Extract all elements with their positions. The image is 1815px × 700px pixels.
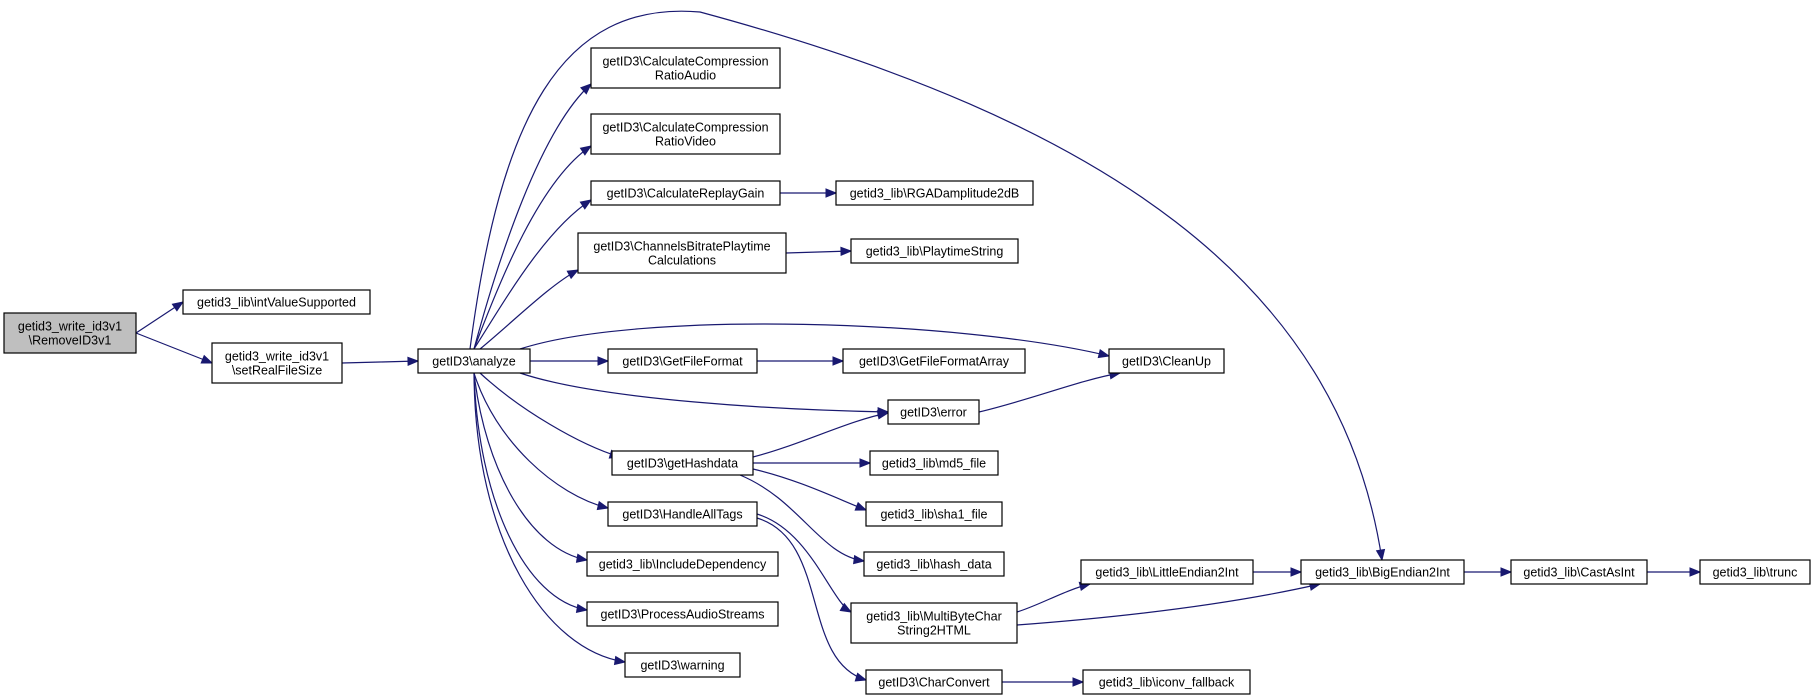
- edge-getHashdata-to-hashData: [739, 474, 866, 565]
- edge-analyze-to-bigEndian2Int: [469, 10, 1386, 562]
- node-playtimeString[interactable]: getid3_lib\PlaytimeString: [850, 238, 1019, 264]
- edge-setRealFileSize-to-analyze: [341, 356, 420, 367]
- edge-castAsInt-to-trunc: [1646, 567, 1702, 577]
- edge-error-to-cleanUp: [978, 370, 1122, 413]
- node-label-hashData-0: getid3_lib\hash_data: [876, 558, 991, 572]
- node-analyze[interactable]: getID3\analyze: [417, 348, 531, 374]
- node-getFileFormat[interactable]: getID3\GetFileFormat: [607, 348, 758, 374]
- edge-getHashdata-to-sha1File: [752, 468, 868, 511]
- node-label-calcCompVideo-0: getID3\CalculateCompression: [602, 121, 768, 135]
- node-charConvert[interactable]: getID3\CharConvert: [865, 669, 1003, 695]
- node-cleanUp[interactable]: getID3\CleanUp: [1108, 348, 1225, 374]
- node-md5File[interactable]: getid3_lib\md5_file: [869, 450, 999, 476]
- node-label-getFileFormat-0: getID3\GetFileFormat: [622, 355, 743, 369]
- edge-analyze-to-processAudioStreams: [473, 372, 589, 614]
- node-label-sha1File-0: getid3_lib\sha1_file: [880, 508, 987, 522]
- node-label-charConvert-0: getID3\CharConvert: [878, 676, 990, 690]
- edge-bigEndian2Int-to-castAsInt: [1463, 567, 1513, 577]
- node-label-getFileFormatArray-0: getID3\GetFileFormatArray: [859, 355, 1010, 369]
- node-label-warning-0: getID3\warning: [640, 659, 724, 673]
- edge-multiByteChar-to-littleEndian2Int: [1016, 581, 1092, 613]
- nodes-layer: getid3_write_id3v1\RemoveID3v1getid3_lib…: [3, 47, 1811, 695]
- edge-analyze-to-channelsBitrate: [479, 269, 580, 350]
- node-label-includeDependency-0: getid3_lib\IncludeDependency: [599, 558, 767, 572]
- node-intValueSupported[interactable]: getid3_lib\intValueSupported: [182, 289, 371, 315]
- node-processAudioStreams[interactable]: getID3\ProcessAudioStreams: [586, 601, 779, 627]
- node-warning[interactable]: getID3\warning: [624, 652, 741, 678]
- node-littleEndian2Int[interactable]: getid3_lib\LittleEndian2Int: [1080, 559, 1254, 585]
- edge-analyze-to-handleAllTags: [473, 372, 610, 511]
- node-sha1File[interactable]: getid3_lib\sha1_file: [865, 501, 1003, 527]
- node-label-error-0: getID3\error: [900, 406, 967, 420]
- edge-channelsBitrate-to-playtimeString: [785, 246, 853, 257]
- node-label-channelsBitrate-0: getID3\ChannelsBitratePlaytime: [593, 240, 770, 254]
- edge-root-to-setRealFileSize: [135, 332, 214, 364]
- node-castAsInt[interactable]: getid3_lib\CastAsInt: [1510, 559, 1648, 585]
- node-label-calcCompAudio-0: getID3\CalculateCompression: [602, 55, 768, 69]
- edge-handleAllTags-to-multiByteChar: [756, 513, 853, 613]
- node-error[interactable]: getID3\error: [887, 399, 980, 425]
- edges-layer: [135, 10, 1702, 687]
- node-label-calcReplayGain-0: getID3\CalculateReplayGain: [607, 187, 765, 201]
- node-root[interactable]: getid3_write_id3v1\RemoveID3v1: [3, 312, 137, 354]
- node-iconvFallback[interactable]: getid3_lib\iconv_fallback: [1082, 669, 1251, 695]
- edge-littleEndian2Int-to-bigEndian2Int: [1252, 567, 1303, 577]
- node-handleAllTags[interactable]: getID3\HandleAllTags: [607, 501, 758, 527]
- edge-analyze-to-calcReplayGain: [473, 199, 593, 350]
- edge-analyze-to-calcCompVideo: [473, 145, 593, 350]
- edge-analyze-to-includeDependency: [473, 372, 589, 563]
- edge-charConvert-to-iconvFallback: [1001, 677, 1085, 687]
- node-setRealFileSize[interactable]: getid3_write_id3v1\setRealFileSize: [211, 342, 343, 384]
- node-bigEndian2Int[interactable]: getid3_lib\BigEndian2Int: [1300, 559, 1465, 585]
- node-label-castAsInt-0: getid3_lib\CastAsInt: [1523, 566, 1635, 580]
- edge-analyze-to-error: [519, 372, 890, 417]
- node-label-root-1: \RemoveID3v1: [29, 334, 112, 348]
- node-label-setRealFileSize-1: \setRealFileSize: [232, 364, 322, 378]
- edge-analyze-to-cleanUp: [519, 323, 1111, 359]
- node-label-root-0: getid3_write_id3v1: [18, 320, 122, 334]
- node-label-bigEndian2Int-0: getid3_lib\BigEndian2Int: [1315, 566, 1450, 580]
- node-channelsBitrate[interactable]: getID3\ChannelsBitratePlaytimeCalculatio…: [577, 232, 787, 274]
- edge-getHashdata-to-md5File: [753, 458, 872, 468]
- node-calcReplayGain[interactable]: getID3\CalculateReplayGain: [590, 180, 781, 206]
- node-label-cleanUp-0: getID3\CleanUp: [1122, 355, 1211, 369]
- node-label-getHashdata-0: getID3\getHashdata: [627, 457, 738, 471]
- edge-calcReplayGain-to-rgad: [780, 188, 838, 198]
- edge-getHashdata-to-error: [752, 410, 890, 458]
- node-label-multiByteChar-0: getid3_lib\MultiByteChar: [866, 610, 1002, 624]
- node-label-calcCompVideo-1: RatioVideo: [655, 135, 716, 149]
- edge-analyze-to-getHashdata: [479, 372, 622, 459]
- edge-analyze-to-getFileFormat: [530, 356, 610, 366]
- node-hashData[interactable]: getid3_lib\hash_data: [863, 551, 1005, 577]
- node-label-multiByteChar-1: String2HTML: [897, 624, 971, 638]
- node-label-littleEndian2Int-0: getid3_lib\LittleEndian2Int: [1095, 566, 1239, 580]
- node-rgad[interactable]: getid3_lib\RGADamplitude2dB: [835, 180, 1034, 206]
- edge-analyze-to-calcCompAudio: [473, 83, 592, 350]
- node-label-setRealFileSize-0: getid3_write_id3v1: [225, 350, 329, 364]
- edge-handleAllTags-to-charConvert: [756, 517, 868, 682]
- node-label-md5File-0: getid3_lib\md5_file: [882, 457, 986, 471]
- edge-analyze-to-warning: [473, 372, 627, 666]
- node-label-intValueSupported-0: getid3_lib\intValueSupported: [197, 296, 356, 310]
- node-label-iconvFallback-0: getid3_lib\iconv_fallback: [1099, 676, 1235, 690]
- node-includeDependency[interactable]: getid3_lib\IncludeDependency: [586, 551, 779, 577]
- node-label-analyze-0: getID3\analyze: [432, 355, 515, 369]
- node-label-playtimeString-0: getid3_lib\PlaytimeString: [866, 245, 1004, 259]
- node-trunc[interactable]: getid3_lib\trunc: [1699, 559, 1811, 585]
- node-label-trunc-0: getid3_lib\trunc: [1713, 566, 1798, 580]
- node-label-rgad-0: getid3_lib\RGADamplitude2dB: [850, 187, 1020, 201]
- node-label-processAudioStreams-0: getID3\ProcessAudioStreams: [601, 608, 765, 622]
- node-label-channelsBitrate-1: Calculations: [648, 254, 716, 268]
- edge-multiByteChar-to-bigEndian2Int: [1016, 581, 1322, 626]
- edge-getFileFormat-to-getFileFormatArray: [757, 356, 845, 366]
- node-getHashdata[interactable]: getID3\getHashdata: [611, 450, 754, 476]
- edge-root-to-intValueSupported: [135, 301, 185, 334]
- node-getFileFormatArray[interactable]: getID3\GetFileFormatArray: [842, 348, 1026, 374]
- node-label-handleAllTags-0: getID3\HandleAllTags: [622, 508, 742, 522]
- node-label-calcCompAudio-1: RatioAudio: [655, 69, 716, 83]
